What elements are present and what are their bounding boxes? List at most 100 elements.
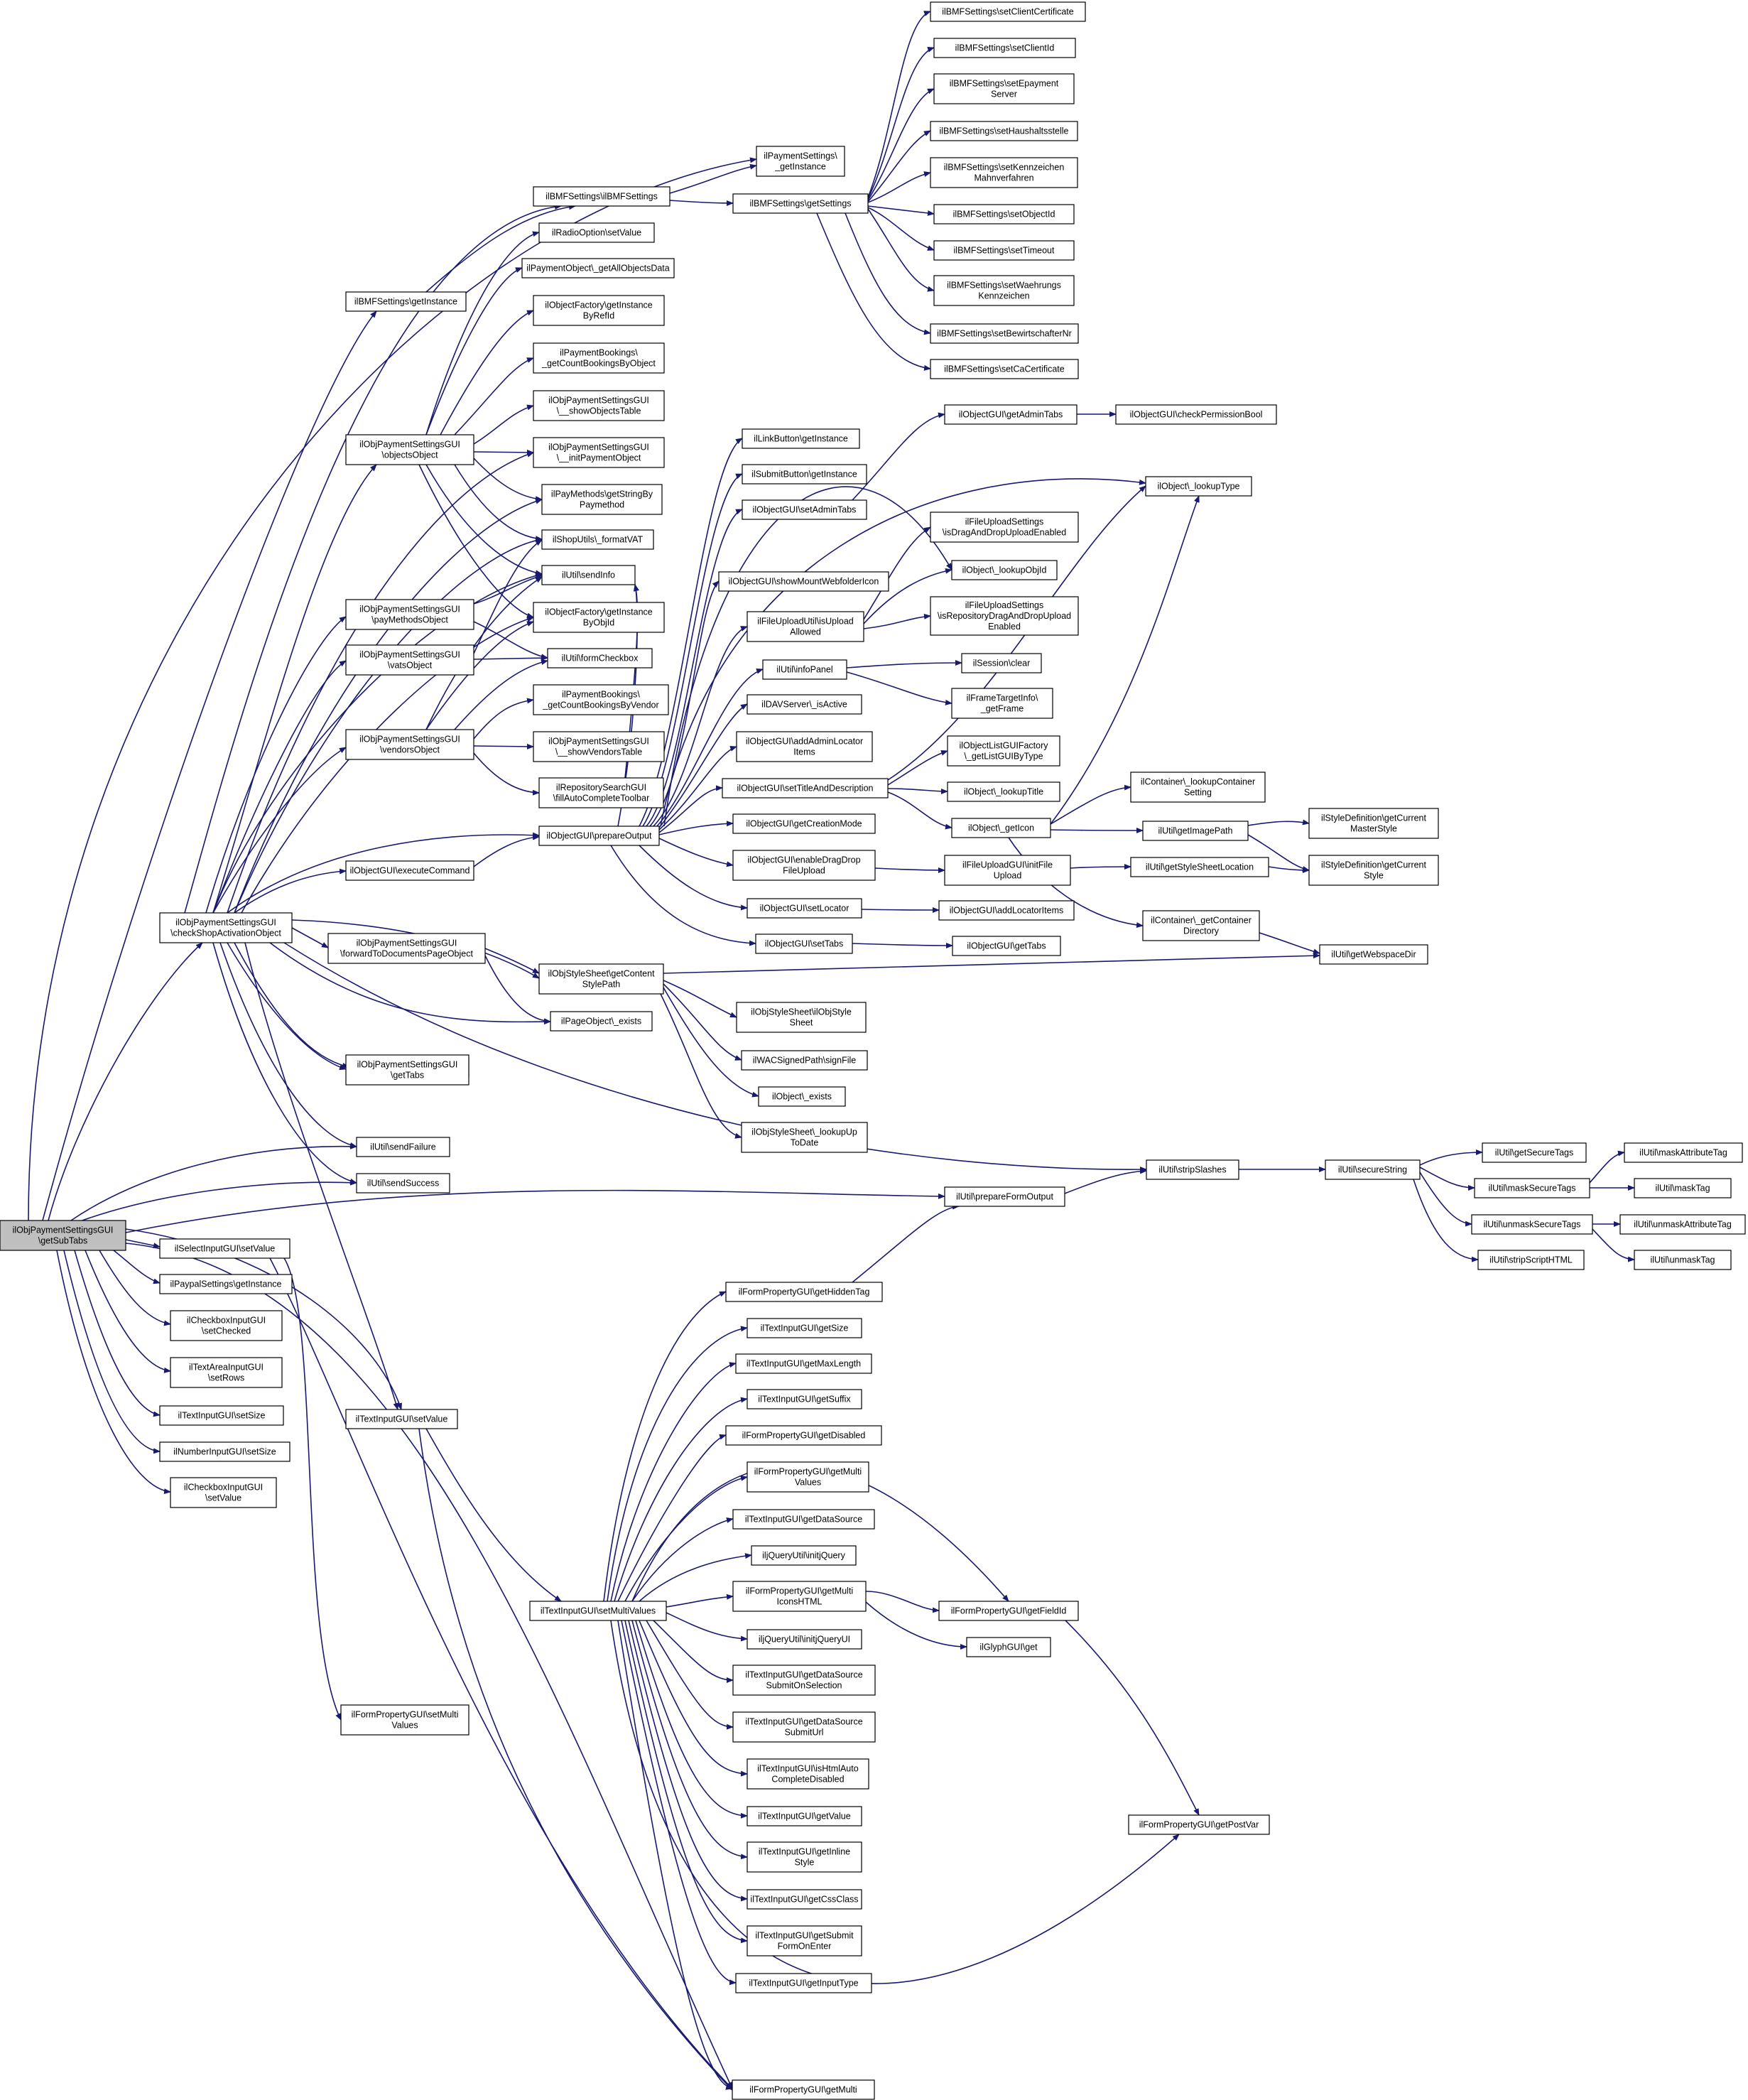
function-node[interactable]: ilObjPaymentSettingsGUI\vendorsObject xyxy=(345,729,474,760)
function-node[interactable]: ilObject\_lookupObjId xyxy=(951,560,1058,580)
function-node[interactable]: ilBMFSettings\setHaushaltsstelle xyxy=(930,121,1078,141)
function-node[interactable]: ilUtil\sendFailure xyxy=(356,1137,450,1157)
function-node[interactable]: ilObjectGUI\getAdminTabs xyxy=(944,404,1077,425)
function-node[interactable]: ilSelectInputGUI\setValue xyxy=(159,1238,291,1259)
function-node[interactable]: ilTextAreaInputGUI\setRows xyxy=(170,1357,283,1388)
function-node[interactable]: ilFormPropertyGUI\getDisabled xyxy=(725,1425,882,1446)
function-node[interactable]: ilBMFSettings\setTimeout xyxy=(933,240,1075,261)
function-node[interactable]: ilTextInputGUI\setSize xyxy=(159,1405,284,1426)
function-node[interactable]: ilObjPaymentSettingsGUI\checkShopActivat… xyxy=(159,912,293,943)
function-node[interactable]: ilFrameTargetInfo\_getFrame xyxy=(951,688,1053,719)
function-node[interactable]: ilObjPaymentSettingsGUI\vatsObject xyxy=(345,644,474,676)
function-node[interactable]: ilWACSignedPath\signFile xyxy=(741,1050,868,1071)
function-node[interactable]: ilSubmitButton\getInstance xyxy=(742,464,867,485)
function-node[interactable]: ilObjPaymentSettingsGUI\getTabs xyxy=(345,1054,469,1086)
function-node[interactable]: ilTextInputGUI\setValue xyxy=(345,1409,458,1429)
function-node[interactable]: ilUtil\sendSuccess xyxy=(356,1173,450,1194)
function-node[interactable]: ilObjectListGUIFactory\_getListGUIByType xyxy=(947,735,1060,767)
function-node[interactable]: ilFileUploadSettings\isRepositoryDragAnd… xyxy=(930,596,1079,636)
function-node[interactable]: ilGlyphGUI\get xyxy=(966,1637,1051,1657)
function-node[interactable]: ilFormPropertyGUI\getHiddenTag xyxy=(725,1282,883,1302)
function-node[interactable]: ilUtil\getWebspaceDir xyxy=(1319,944,1428,965)
function-node[interactable]: ilPaymentObject\_getAllObjectsData xyxy=(521,258,675,278)
function-node[interactable]: ilTextInputGUI\getCssClass xyxy=(747,1889,862,1910)
function-node[interactable]: ilPaymentBookings\_getCountBookingsByVen… xyxy=(533,684,669,715)
function-node[interactable]: ilFormPropertyGUI\getMulti xyxy=(732,2079,875,2100)
function-node[interactable]: ilFormPropertyGUI\setMultiValues xyxy=(340,1704,469,1736)
function-node[interactable]: ilObjectGUI\getTabs xyxy=(952,936,1061,956)
function-node[interactable]: ilUtil\stripScriptHTML xyxy=(1477,1250,1585,1270)
function-node[interactable]: ilBMFSettings\setObjectId xyxy=(933,204,1075,224)
function-node[interactable]: ilObjectGUI\setTabs xyxy=(755,933,853,954)
function-node[interactable]: ilSession\clear xyxy=(961,653,1042,673)
function-node[interactable]: ilObject\_lookupType xyxy=(1145,476,1252,497)
function-node[interactable]: ilObjectGUI\showMountWebfolderIcon xyxy=(718,571,889,592)
function-node[interactable]: ilBMFSettings\setKennzeichenMahnverfahre… xyxy=(930,157,1078,188)
function-node[interactable]: ilPageObject\_exists xyxy=(550,1011,653,1032)
function-node[interactable]: ilTextInputGUI\getSize xyxy=(747,1318,862,1338)
function-node[interactable]: ilObjectGUI\executeCommand xyxy=(345,860,474,881)
function-node[interactable]: ilPaymentBookings\_getCountBookingsByObj… xyxy=(533,342,665,374)
function-node[interactable]: ilBMFSettings\setBewirtschafterNr xyxy=(930,323,1079,344)
function-node[interactable]: ilCheckboxInputGUI\setChecked xyxy=(170,1310,283,1341)
function-node[interactable]: ilObjectGUI\getCreationMode xyxy=(732,813,876,834)
function-node[interactable]: ilUtil\getStyleSheetLocation xyxy=(1130,857,1269,877)
function-node[interactable]: ilObjectGUI\setTitleAndDescription xyxy=(722,778,889,799)
function-node[interactable]: ilObjPaymentSettingsGUI\__showObjectsTab… xyxy=(533,390,665,421)
function-node[interactable]: ilTextInputGUI\setMultiValues xyxy=(529,1601,667,1621)
function-node[interactable]: ilRadioOption\setValue xyxy=(538,222,655,243)
function-node[interactable]: ilUtil\maskTag xyxy=(1634,1178,1732,1198)
function-node[interactable]: ilObjectGUI\setAdminTabs xyxy=(742,499,867,520)
function-node[interactable]: ilPaymentSettings\_getInstance xyxy=(756,146,845,177)
function-node[interactable]: ilUtil\unmaskSecureTags xyxy=(1471,1214,1593,1235)
function-node[interactable]: ilObjectGUI\prepareOutput xyxy=(538,826,660,846)
function-node[interactable]: ilObjPaymentSettingsGUI\getSubTabs xyxy=(0,1220,126,1251)
function-node[interactable]: ilRepositorySearchGUI\fillAutoCompleteTo… xyxy=(538,777,664,808)
function-node[interactable]: ilUtil\maskSecureTags xyxy=(1474,1178,1590,1198)
function-node[interactable]: ilObject\_lookupTitle xyxy=(947,781,1060,802)
function-node[interactable]: ilTextInputGUI\getDataSource xyxy=(732,1509,875,1530)
function-node[interactable]: ilTextInputGUI\isHtmlAutoCompleteDisable… xyxy=(747,1758,869,1790)
function-node[interactable]: ilCheckboxInputGUI\setValue xyxy=(170,1477,277,1508)
function-node[interactable]: ilObjPaymentSettingsGUI\__showVendorsTab… xyxy=(533,731,665,762)
function-node[interactable]: ilObjPaymentSettingsGUI\objectsObject xyxy=(345,434,474,465)
function-node[interactable]: ilObjPaymentSettingsGUI\payMethodsObject xyxy=(345,599,474,630)
function-node[interactable]: ilLinkButton\getInstance xyxy=(742,428,860,449)
function-node[interactable]: ilObjStyleSheet\ilObjStyleSheet xyxy=(736,1002,867,1033)
function-node[interactable]: ilDAVServer\_isActive xyxy=(747,694,862,715)
function-node[interactable]: ilUtil\infoPanel xyxy=(762,659,847,680)
function-node[interactable]: ilUtil\stripSlashes xyxy=(1146,1159,1239,1180)
function-node[interactable]: iljQueryUtil\initjQueryUI xyxy=(747,1629,862,1650)
function-node[interactable]: ilObjectGUI\addLocatorItems xyxy=(938,900,1075,921)
function-node[interactable]: ilUtil\formCheckbox xyxy=(547,648,653,669)
function-node[interactable]: ilNumberInputGUI\setSize xyxy=(159,1441,291,1462)
function-node[interactable]: ilTextInputGUI\getDataSourceSubmitOnSele… xyxy=(732,1665,876,1696)
function-node[interactable]: ilObject\_exists xyxy=(758,1086,846,1107)
function-node[interactable]: ilUtil\maskAttributeTag xyxy=(1624,1142,1743,1163)
function-node[interactable]: ilObjPaymentSettingsGUI\__initPaymentObj… xyxy=(533,437,665,468)
function-node[interactable]: ilTextInputGUI\getValue xyxy=(747,1806,862,1826)
function-node[interactable]: ilUtil\unmaskTag xyxy=(1634,1250,1732,1270)
function-node[interactable]: ilTextInputGUI\getSuffix xyxy=(747,1389,862,1409)
function-node[interactable]: ilObjectGUI\setLocator xyxy=(747,898,862,919)
function-node[interactable]: ilBMFSettings\ilBMFSettings xyxy=(533,186,671,207)
function-node[interactable]: iljQueryUtil\initjQuery xyxy=(751,1545,857,1566)
function-node[interactable]: ilBMFSettings\setClientCertificate xyxy=(930,1,1086,22)
